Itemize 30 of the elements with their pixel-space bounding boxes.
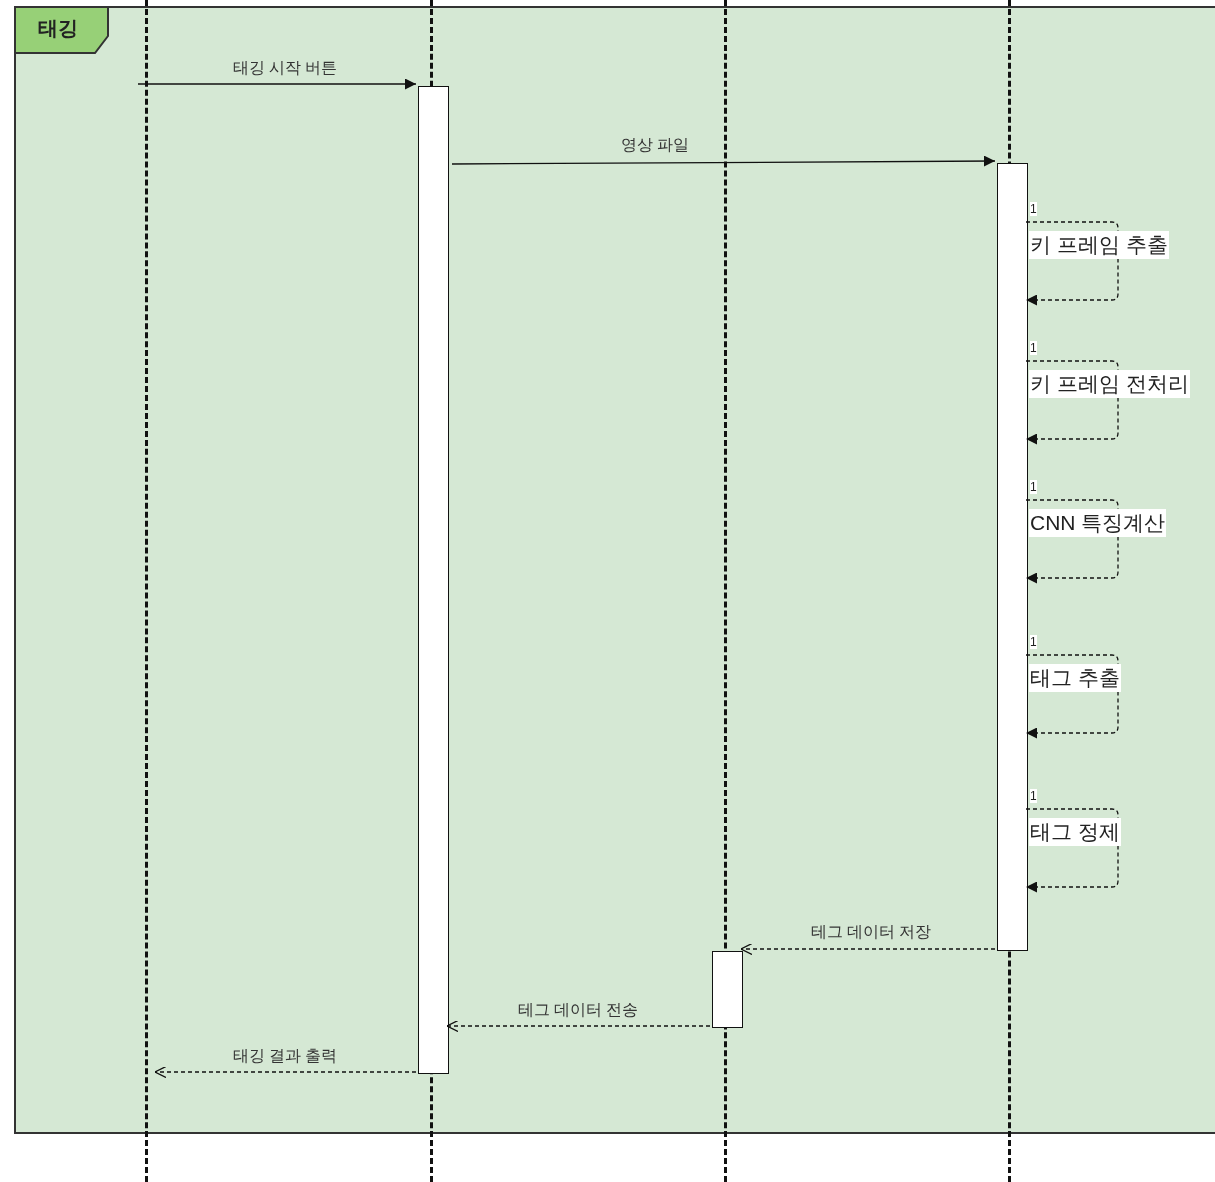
return-message-arrow — [740, 942, 996, 956]
self-message-arrow — [1025, 808, 1119, 893]
edge-label: 테그 데이터 전송 — [517, 1000, 639, 1020]
self-message-arrow — [1025, 499, 1119, 584]
self-message-arrow — [1025, 654, 1119, 739]
return-message-arrow — [446, 1019, 711, 1033]
frame — [14, 6, 1215, 1134]
edge-label: 태깅 결과 출력 — [232, 1046, 338, 1066]
edge-label: 태깅 시작 버튼 — [232, 58, 338, 78]
message-arrow — [137, 78, 417, 90]
frame-tab: 태깅 — [14, 6, 110, 54]
multiplicity-label: 1 — [1030, 202, 1037, 216]
self-message-arrow — [1025, 221, 1119, 306]
edge-label: 태그 정제 — [1029, 818, 1121, 846]
multiplicity-label: 1 — [1030, 341, 1037, 355]
edge-label: 키 프레임 전처리 — [1029, 370, 1190, 398]
edge-label: CNN 특징계산 — [1029, 509, 1167, 537]
self-message-arrow — [1025, 360, 1119, 445]
edge-label: 키 프레임 추출 — [1029, 231, 1169, 259]
edge-label: 영상 파일 — [620, 135, 690, 155]
activation-bar — [997, 163, 1028, 951]
activation-bar — [418, 86, 449, 1074]
edge-label: 테그 데이터 저장 — [810, 922, 932, 942]
activation-bar — [712, 951, 743, 1028]
return-message-arrow — [154, 1065, 417, 1079]
multiplicity-label: 1 — [1030, 789, 1037, 803]
multiplicity-label: 1 — [1030, 480, 1037, 494]
edge-label: 태그 추출 — [1029, 664, 1121, 692]
message-arrow — [451, 155, 996, 167]
multiplicity-label: 1 — [1030, 635, 1037, 649]
